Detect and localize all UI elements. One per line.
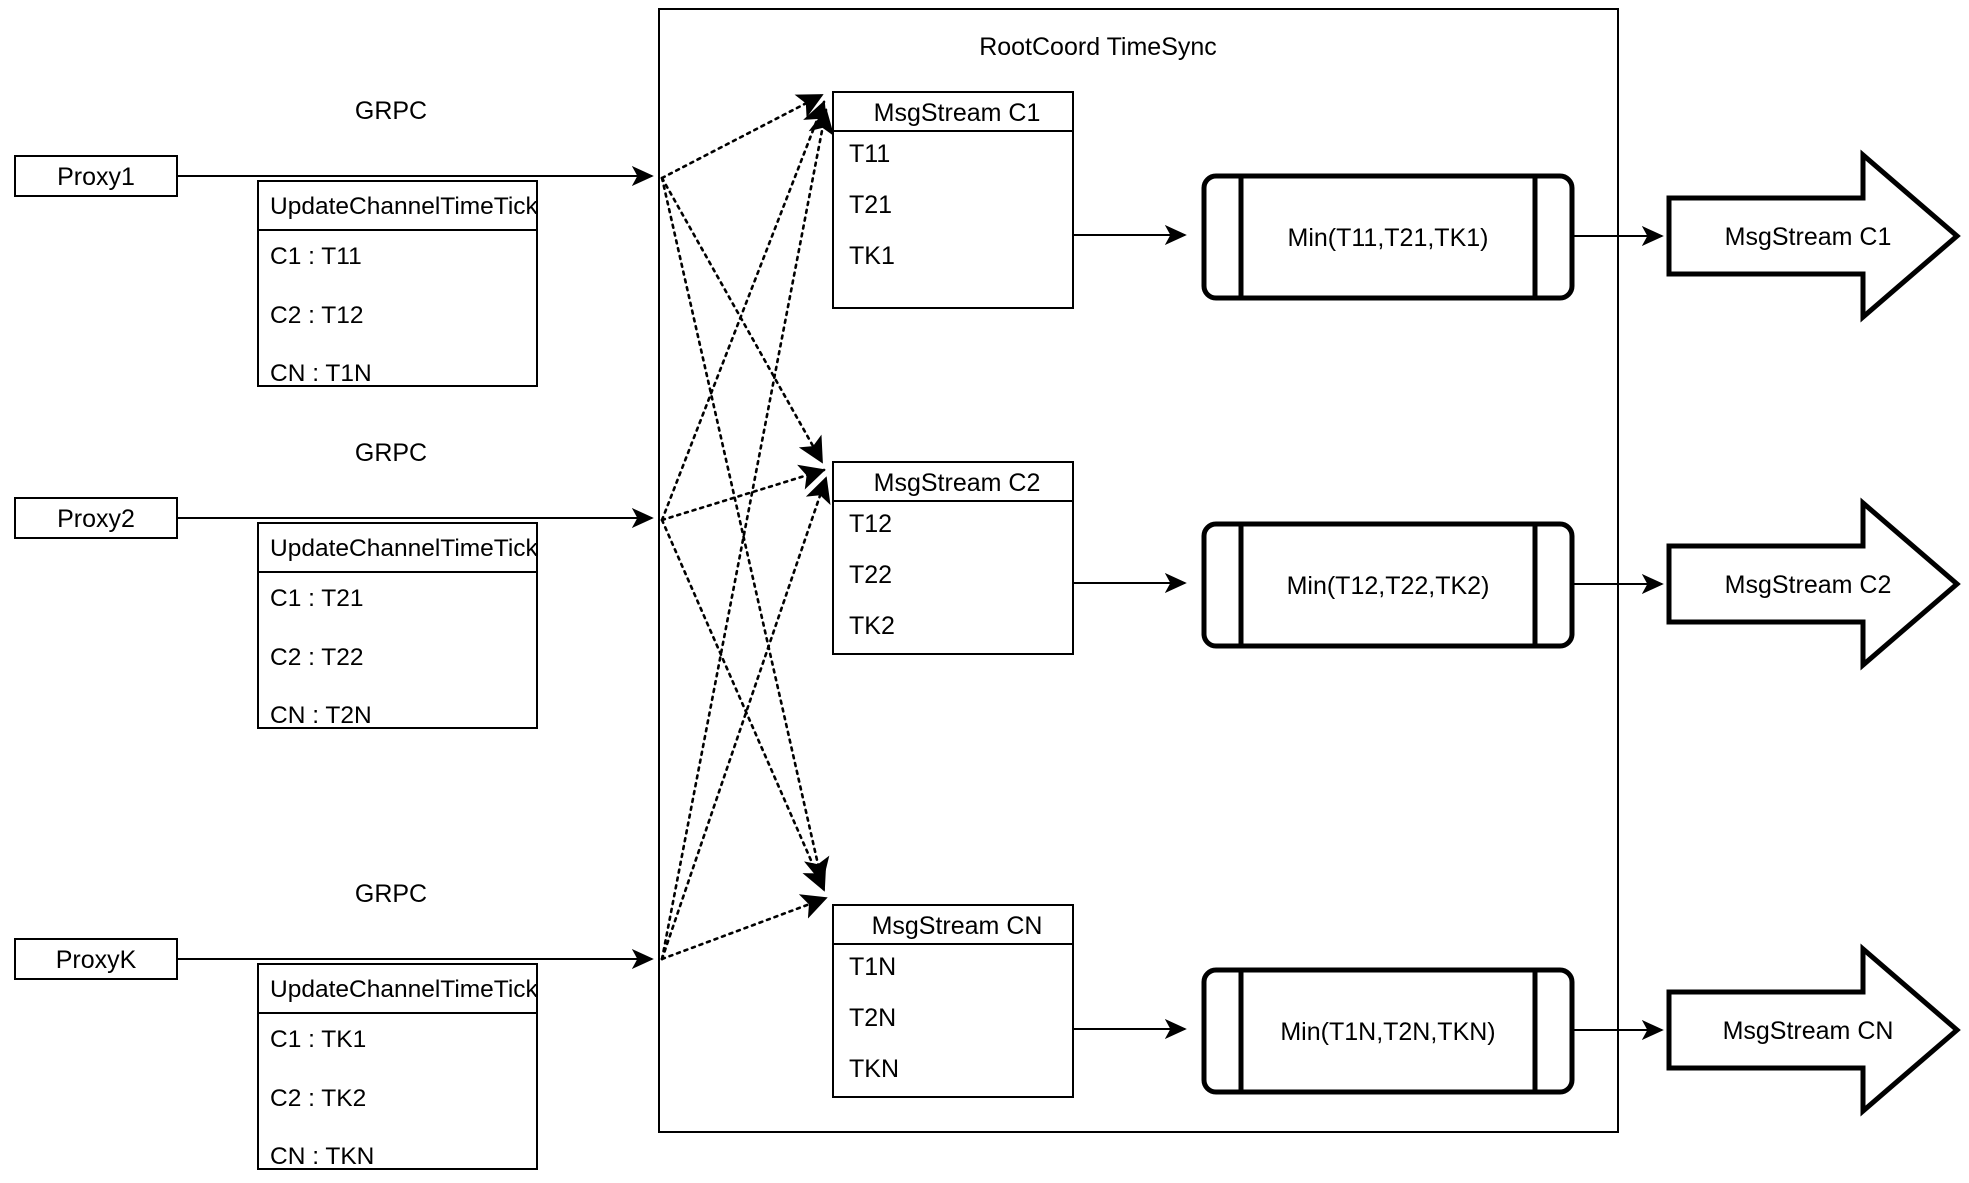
rpc-title-2: UpdateChannelTimeTick <box>270 535 538 562</box>
msgstream-tick-2-2: T22 <box>849 561 893 589</box>
msgstream-title-1: MsgStream C1 <box>873 99 1041 127</box>
msgstream-tick-1-3: TK1 <box>849 242 895 270</box>
msgstream-tick-3-2: T2N <box>849 1004 897 1032</box>
dotted-pk-c1 <box>660 108 835 961</box>
output-arrow-1 <box>1666 149 1961 323</box>
rpc-entry-2-3: CN : T2N <box>270 702 372 729</box>
min-label-1: Min(T11,T21,TK1) <box>1287 224 1489 252</box>
output-arrow-2 <box>1666 497 1961 671</box>
proxy-label-1: Proxy1 <box>57 163 135 191</box>
dotted-p1-c1 <box>660 93 824 180</box>
dotted-p2-c1 <box>660 100 828 522</box>
output-label-2: MsgStream C2 <box>1724 571 1892 599</box>
grpc-label-3: GRPC <box>354 880 428 908</box>
msgstream-box-3 <box>832 904 1074 1098</box>
dotted-p2-c2 <box>660 464 826 522</box>
rpc-entry-2-1: C1 : T21 <box>270 585 364 612</box>
proxy-box-1[interactable] <box>14 155 178 197</box>
msgstream-tick-1-2: T21 <box>849 191 893 219</box>
rpc-entry-3-1: C1 : TK1 <box>270 1026 367 1053</box>
msgstream-tick-2-3: TK2 <box>849 612 895 640</box>
min-process-2 <box>1201 521 1575 649</box>
msgstream-tick-2-1: T12 <box>849 510 893 538</box>
rpc-entry-1-1: C1 : T11 <box>270 243 362 270</box>
msgstream-tick-3-1: T1N <box>849 953 897 981</box>
proxy-box-2[interactable] <box>14 497 178 539</box>
dotted-p1-cn <box>660 176 830 884</box>
dotted-pk-cn <box>660 894 828 961</box>
rpc-entry-1-2: C2 : T12 <box>270 302 364 329</box>
msgstream-tick-3-3: TKN <box>849 1055 899 1083</box>
min-label-3: Min(T1N,T2N,TKN) <box>1280 1018 1496 1046</box>
msgstream-tick-1-1: T11 <box>849 140 891 168</box>
rpc-entry-3-3: CN : TKN <box>270 1143 375 1170</box>
dotted-p2-cn <box>660 518 827 892</box>
msgstream-box-2 <box>832 461 1074 655</box>
rpc-title-1: UpdateChannelTimeTick <box>270 193 538 220</box>
rpc-entry-1-3: CN : T1N <box>270 360 372 387</box>
rpc-entry-2-2: C2 : T22 <box>270 644 364 671</box>
rootcoord-container-title: RootCoord TimeSync <box>979 33 1217 61</box>
rpc-box-2 <box>257 522 538 729</box>
output-label-3: MsgStream CN <box>1722 1017 1894 1045</box>
proxy-label-3: ProxyK <box>55 946 137 974</box>
msgstream-title-2: MsgStream C2 <box>873 469 1041 497</box>
min-process-1 <box>1201 173 1575 301</box>
rpc-entry-3-2: C2 : TK2 <box>270 1085 367 1112</box>
dotted-pk-c2 <box>660 476 831 961</box>
grpc-label-2: GRPC <box>354 439 428 467</box>
dotted-p1-c2 <box>660 176 824 464</box>
min-label-2: Min(T12,T22,TK2) <box>1286 572 1490 600</box>
proxy-label-2: Proxy2 <box>57 505 135 533</box>
rpc-box-3 <box>257 963 538 1170</box>
msgstream-box-1 <box>832 91 1074 309</box>
output-label-1: MsgStream C1 <box>1724 223 1892 251</box>
msgstream-title-3: MsgStream CN <box>871 912 1043 940</box>
grpc-label-1: GRPC <box>354 97 428 125</box>
rpc-box-1 <box>257 180 538 387</box>
rpc-title-3: UpdateChannelTimeTick <box>270 976 538 1003</box>
output-arrow-3 <box>1666 943 1961 1117</box>
